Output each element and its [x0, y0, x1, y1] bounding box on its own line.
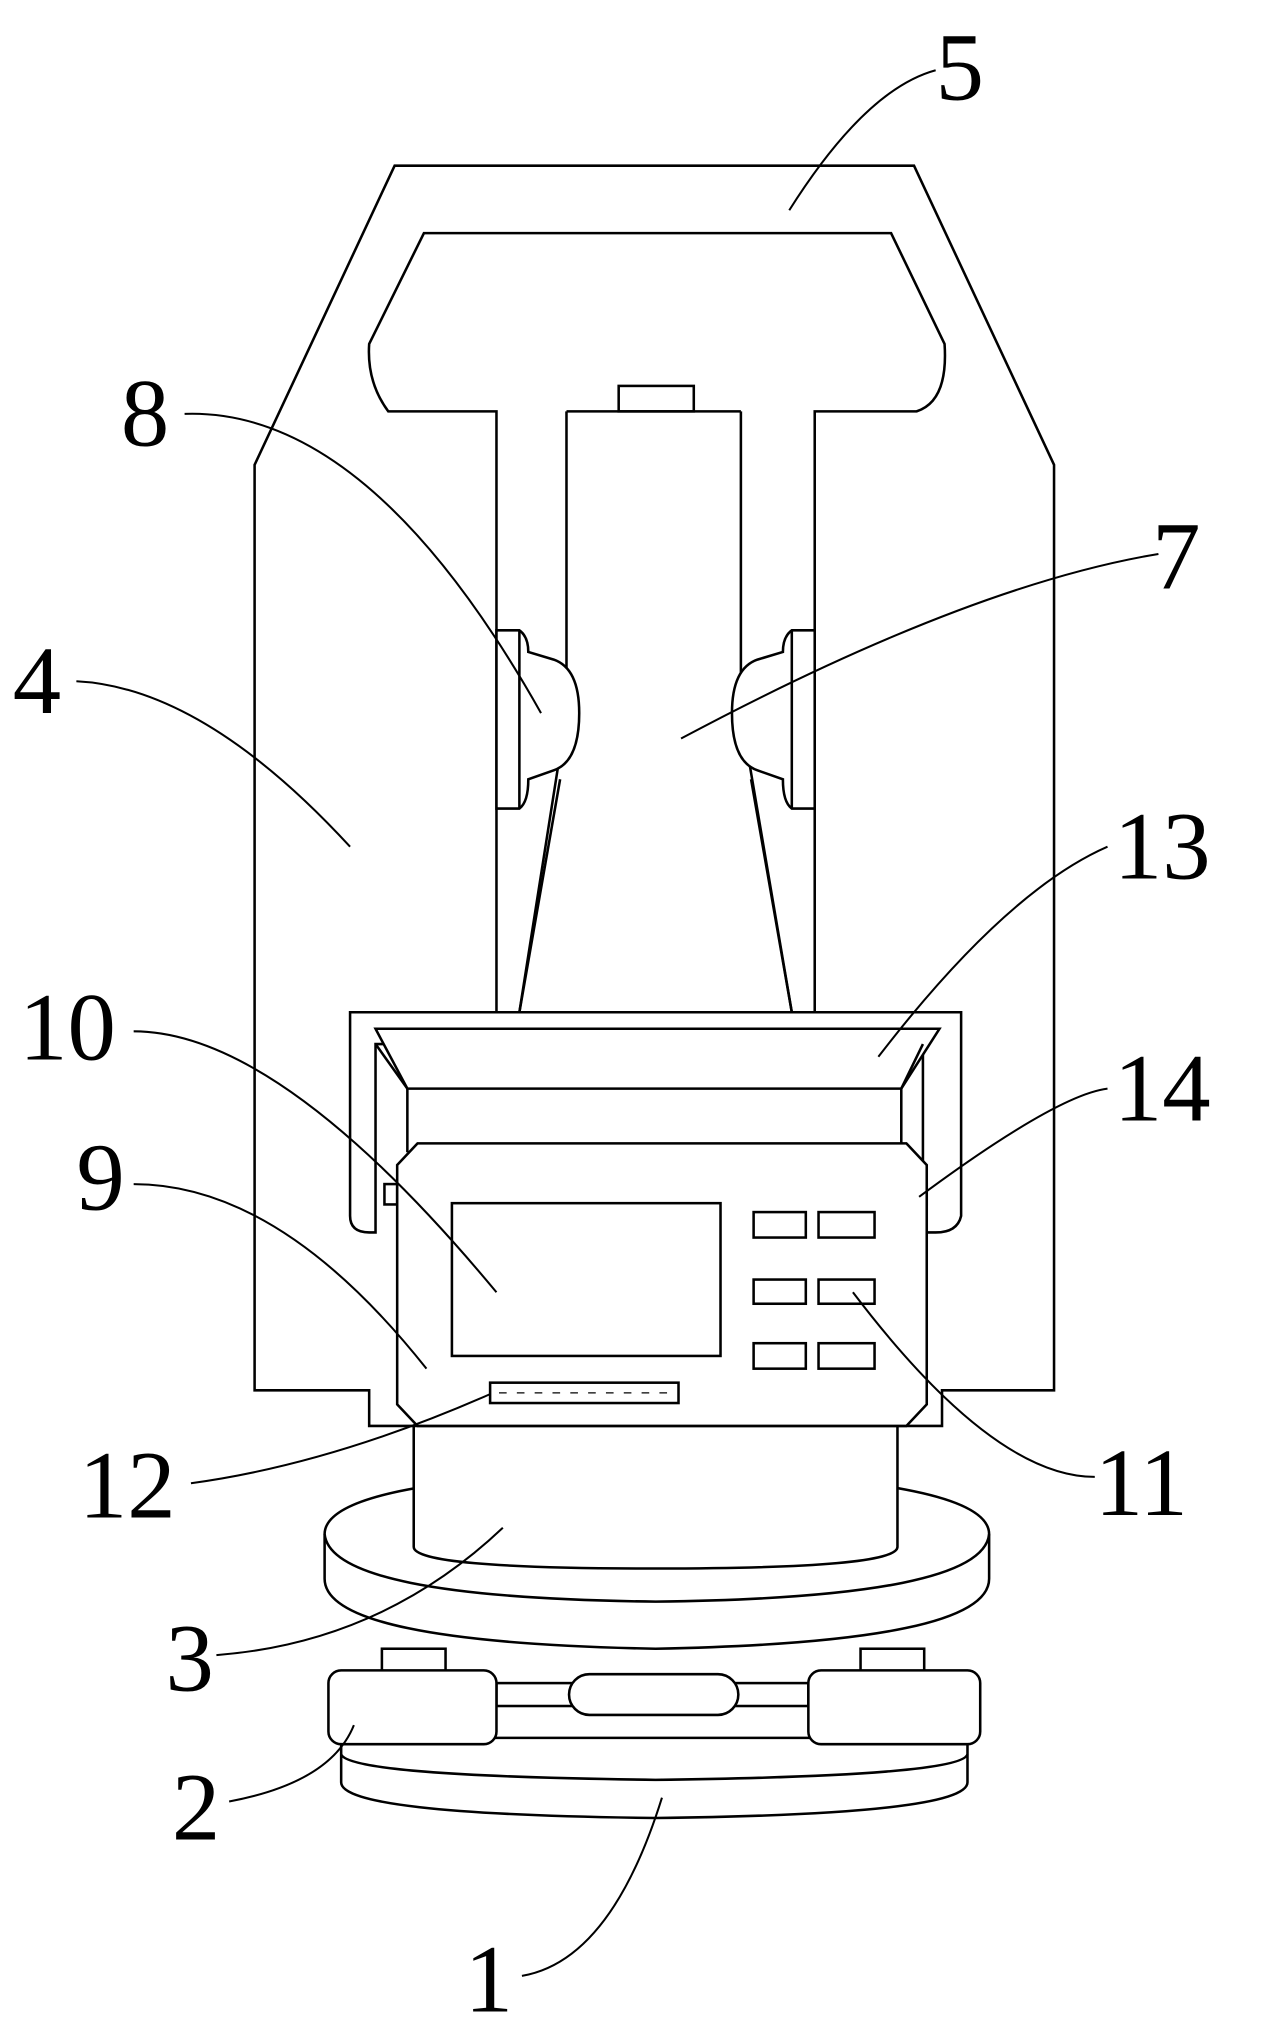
button[interactable] — [754, 1343, 806, 1368]
leveling-foot-middle — [569, 1674, 738, 1715]
cover-inner — [376, 1029, 940, 1089]
label-2: 2 — [172, 1754, 220, 1861]
leader-1 — [522, 1798, 662, 1976]
label-11: 11 — [1095, 1429, 1188, 1536]
label-10: 10 — [19, 973, 116, 1080]
label-12: 12 — [79, 1432, 176, 1539]
display-screen — [452, 1203, 721, 1356]
button[interactable] — [754, 1212, 806, 1237]
label-8: 8 — [121, 360, 169, 467]
base-plate — [341, 1738, 967, 1818]
leveling-foot-left — [328, 1670, 496, 1744]
column-knob — [619, 386, 694, 411]
label-13: 13 — [1114, 793, 1211, 900]
label-9: 9 — [76, 1124, 124, 1231]
label-7: 7 — [1152, 502, 1200, 609]
label-1: 1 — [465, 1926, 513, 2027]
hinge-left — [384, 1184, 397, 1204]
label-4: 4 — [13, 627, 61, 734]
button[interactable] — [819, 1212, 875, 1237]
button[interactable] — [819, 1280, 875, 1304]
button[interactable] — [819, 1343, 875, 1368]
column-base — [414, 1426, 898, 1569]
leveling-foot-right — [808, 1670, 980, 1744]
label-14: 14 — [1114, 1034, 1211, 1141]
button[interactable] — [754, 1280, 806, 1304]
label-3: 3 — [165, 1605, 213, 1712]
label-5: 5 — [936, 13, 984, 120]
